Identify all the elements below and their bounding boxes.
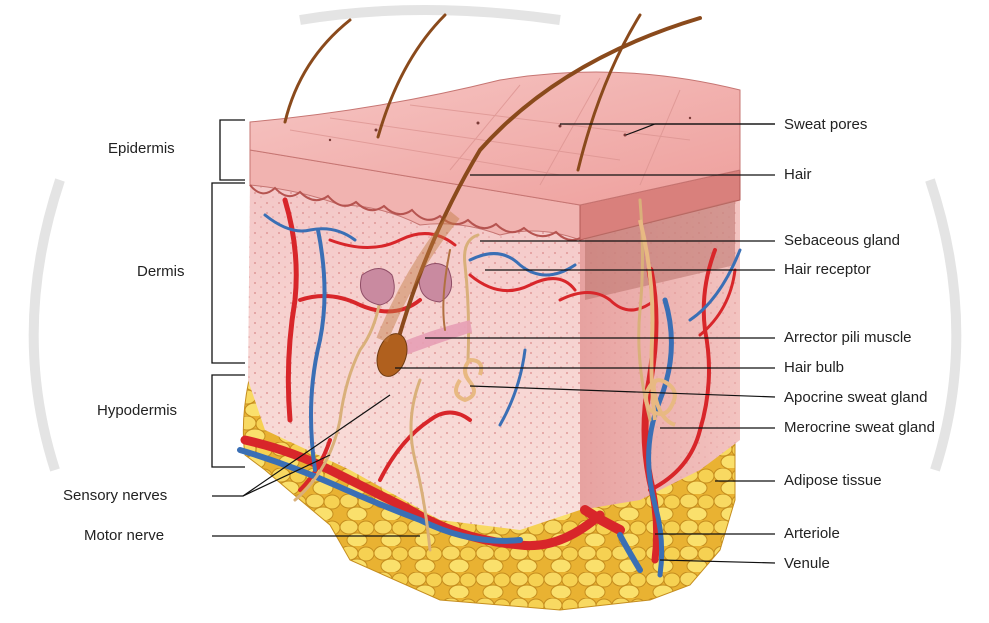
label-sweat-pores: Sweat pores xyxy=(784,116,867,134)
label-dermis: Dermis xyxy=(137,263,185,281)
label-merocrine-sweat-gland: Merocrine sweat gland xyxy=(784,419,935,437)
label-adipose-tissue: Adipose tissue xyxy=(784,472,882,490)
label-sensory-nerves: Sensory nerves xyxy=(63,487,167,505)
label-motor-nerve: Motor nerve xyxy=(84,527,164,545)
label-arrector-pili-muscle: Arrector pili muscle xyxy=(784,329,912,347)
label-apocrine-sweat-gland: Apocrine sweat gland xyxy=(784,389,927,407)
label-arteriole: Arteriole xyxy=(784,525,840,543)
label-hypodermis: Hypodermis xyxy=(97,402,177,420)
label-epidermis: Epidermis xyxy=(108,140,175,158)
label-hair-bulb: Hair bulb xyxy=(784,359,844,377)
label-sebaceous-gland: Sebaceous gland xyxy=(784,232,900,250)
label-hair-receptor: Hair receptor xyxy=(784,261,871,279)
label-venule: Venule xyxy=(784,555,830,573)
label-hair: Hair xyxy=(784,166,812,184)
layer-brackets xyxy=(212,120,245,467)
